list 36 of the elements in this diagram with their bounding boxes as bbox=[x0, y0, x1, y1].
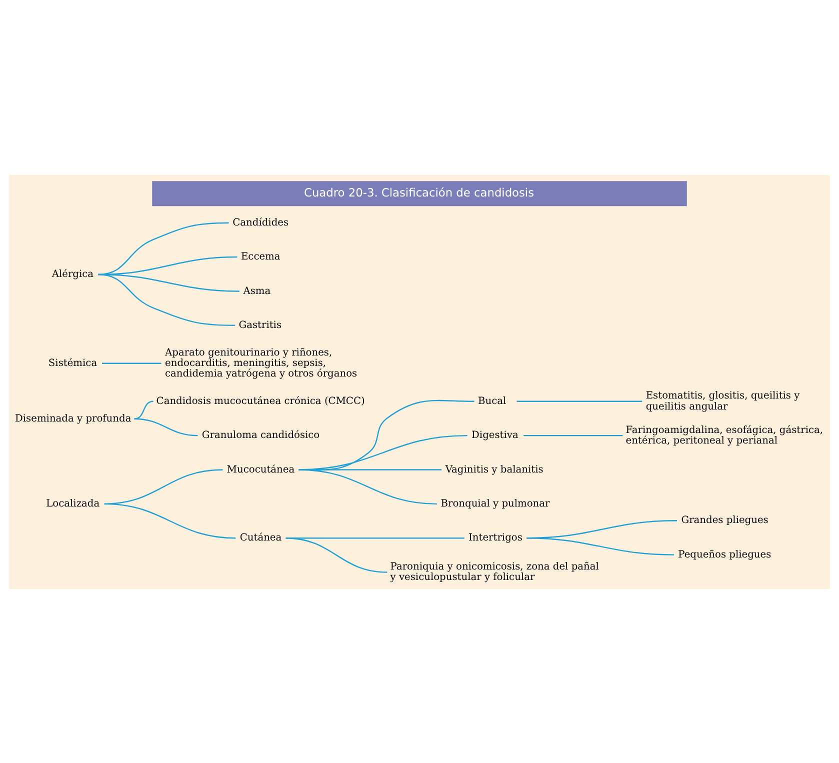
connector bbox=[526, 537, 674, 555]
connector bbox=[98, 273, 235, 326]
connector bbox=[134, 400, 154, 419]
connector bbox=[286, 537, 388, 572]
node-text: Estomatitis, glositis, queilitis y queilitis angular bbox=[646, 390, 800, 412]
connector bbox=[102, 362, 162, 364]
node-text: Granuloma candidósico bbox=[202, 430, 320, 441]
connector bbox=[524, 434, 623, 436]
node-text: Grandes pliegues bbox=[681, 514, 768, 526]
connector bbox=[104, 468, 223, 504]
connector bbox=[98, 222, 229, 275]
node-text: Localizada bbox=[46, 498, 100, 510]
node-text: Diseminada y profunda bbox=[14, 412, 132, 424]
diagram-title: Cuadro 20-3. Clasificación de candidosis bbox=[304, 185, 534, 200]
node-text: Cutánea bbox=[240, 532, 282, 544]
node-text: Bronquial y pulmonar bbox=[440, 498, 550, 510]
connector bbox=[134, 418, 198, 436]
node-text: Bucal bbox=[478, 395, 506, 406]
node-text: Paroniquia y onicomicosis, zona del pañal y vesiculopustular y folicular bbox=[390, 561, 599, 583]
node-text: Eccema bbox=[240, 251, 280, 262]
connector bbox=[516, 400, 642, 402]
node-text: Alérgica bbox=[52, 268, 94, 280]
node-text: Gastritis bbox=[238, 319, 282, 330]
node-text: Asma bbox=[243, 285, 271, 296]
node-text: Vaginitis y balanitis bbox=[445, 464, 544, 475]
node-text: Candídides bbox=[232, 216, 289, 228]
node-text: Intertrigos bbox=[468, 532, 522, 544]
connector bbox=[104, 502, 236, 538]
node-text: Sistémica bbox=[48, 357, 98, 368]
node-text: Pequeños pliegues bbox=[678, 548, 772, 560]
node-text: Digestiva bbox=[472, 430, 518, 441]
node-text: Aparato genitourinario y riñones, endocarditis, meningitis, sepsis, candidemia yatrógena y otros órganos bbox=[165, 346, 358, 380]
node-text: Faringoamigdalina, esofágica, gástrica, entérica, peritoneal y perianal bbox=[626, 424, 824, 446]
node-text: Candidosis mucocutánea crónica (CMCC) bbox=[156, 395, 365, 406]
node-text: Mucocutánea bbox=[226, 464, 295, 475]
connector bbox=[298, 468, 437, 504]
